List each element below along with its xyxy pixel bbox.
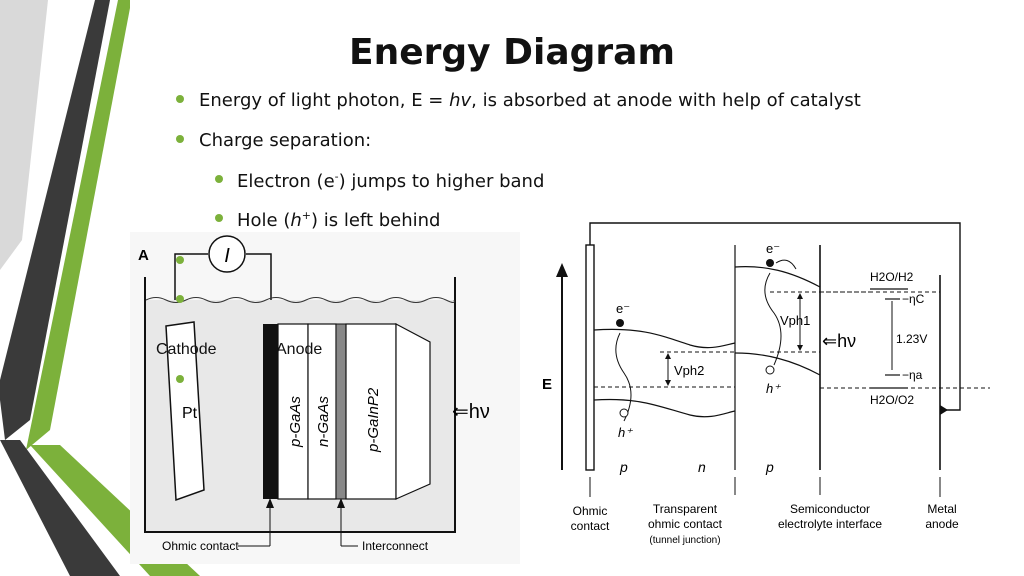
electron-top-arrow bbox=[775, 259, 797, 270]
voltage-label: 1.23V bbox=[896, 332, 927, 346]
eta-c-label: −ηC bbox=[902, 292, 925, 306]
electron-left bbox=[616, 319, 624, 327]
valence-band-left bbox=[593, 398, 736, 418]
conduction-band-left bbox=[593, 328, 736, 349]
bullet-text: Hole ( bbox=[237, 210, 291, 231]
energy-axis-label: E bbox=[542, 376, 552, 393]
bullet-text: ) is left behind bbox=[311, 210, 441, 231]
vph1-arrow-head bbox=[797, 293, 803, 299]
vph2-label: Vph2 bbox=[674, 363, 704, 378]
ammeter-label: I bbox=[224, 245, 230, 267]
interconnect-callout-arrow bbox=[337, 498, 345, 508]
bullet-text: , is absorbed at anode with help of cata… bbox=[471, 90, 861, 111]
electron-top bbox=[766, 259, 774, 267]
electron-left-label: e⁻ bbox=[616, 301, 630, 316]
metal-label: anode bbox=[925, 517, 959, 531]
n-gaas-layer bbox=[307, 323, 337, 500]
empty-bullet-dot bbox=[176, 256, 184, 264]
bullet-hole: Hole (h+) is left behind bbox=[237, 209, 440, 231]
metal-label: Metal bbox=[927, 502, 956, 516]
ohmic-callout-arrow bbox=[266, 498, 274, 508]
ohmic-label: Ohmic bbox=[573, 504, 608, 518]
bullet-electron: Electron (e-) jumps to higher band bbox=[237, 170, 544, 192]
ohmic-contact-bar bbox=[585, 244, 595, 471]
hole-right bbox=[765, 365, 775, 375]
vph2-arrow-tail bbox=[665, 380, 671, 386]
bullet-dot bbox=[176, 135, 184, 143]
stripe-dark-bottom bbox=[0, 440, 120, 576]
anode-label: Anode bbox=[276, 341, 323, 358]
stripe-green bbox=[26, 0, 130, 450]
vph1-label: Vph1 bbox=[780, 313, 810, 328]
bullet-text: Energy of light photon, E = bbox=[199, 90, 450, 111]
ohmic-contact-label: Ohmic contact bbox=[162, 539, 239, 553]
band-figure: E Vph1 Vph2 e⁻ h⁺ e⁻ h⁺ ⇐hν H2O/H2 −ηC 1… bbox=[542, 222, 990, 546]
cell-figure: A I Pt p-GaAs n-GaAs p-GaInP2 ⇐hν Ohmic … bbox=[130, 232, 520, 564]
p-gainp2-layer bbox=[345, 323, 397, 500]
bullet-dot bbox=[176, 95, 184, 103]
eta-a-label: −ηa bbox=[902, 368, 923, 382]
window-layer bbox=[395, 323, 431, 500]
p-gaas-label: p-GaAs bbox=[287, 396, 304, 448]
vph2-arrow-head bbox=[665, 353, 671, 359]
n-gaas-label: n-GaAs bbox=[315, 396, 332, 447]
empty-bullet-dot bbox=[176, 375, 184, 383]
bullet-charge-separation: Charge separation: bbox=[199, 130, 372, 151]
pt-electrode bbox=[165, 321, 205, 502]
container bbox=[144, 277, 456, 533]
transparent-label: ohmic contact bbox=[648, 517, 723, 531]
light-arrow-label: ⇐hν bbox=[822, 331, 856, 351]
energy-axis-arrow bbox=[556, 263, 568, 277]
doping-p-right: p bbox=[765, 459, 774, 475]
panel-letter: A bbox=[138, 247, 149, 264]
doping-n: n bbox=[698, 459, 706, 475]
wire-arrow bbox=[940, 405, 948, 415]
bullet-text: Electron (e bbox=[237, 171, 335, 192]
bullet-sup: + bbox=[301, 209, 312, 222]
cathode-label: Cathode bbox=[156, 341, 217, 358]
ohmic-label: contact bbox=[571, 519, 610, 533]
pt-label: Pt bbox=[182, 405, 198, 422]
empty-bullet-dot bbox=[176, 295, 184, 303]
interconnect-label: Interconnect bbox=[362, 539, 429, 553]
light-arrow-label: ⇐hν bbox=[452, 401, 490, 423]
bullet-sup: - bbox=[334, 170, 339, 183]
valence-band-right bbox=[734, 352, 821, 376]
wire-left bbox=[174, 253, 208, 320]
transparent-label: (tunnel junction) bbox=[649, 535, 720, 546]
external-wire bbox=[589, 222, 961, 411]
transparent-label: Transparent bbox=[653, 502, 718, 516]
slide-title: Energy Diagram bbox=[348, 32, 675, 73]
semiconductor-label: electrolyte interface bbox=[778, 517, 882, 531]
p-gaas-layer bbox=[277, 323, 309, 500]
electron-top-label: e⁻ bbox=[766, 241, 780, 256]
bullet-dot bbox=[215, 175, 223, 183]
excitation-wave-right bbox=[764, 272, 782, 366]
bullet-dot bbox=[215, 214, 223, 222]
stripe-dark bbox=[0, 0, 110, 440]
semiconductor-label: Semiconductor bbox=[790, 502, 870, 516]
water-surface bbox=[145, 297, 455, 303]
hole-left bbox=[619, 408, 629, 418]
interconnect-layer bbox=[335, 323, 347, 500]
ammeter bbox=[208, 235, 246, 273]
conduction-band-right bbox=[734, 266, 821, 288]
p-gainp2-label: p-GaInP2 bbox=[365, 387, 382, 453]
bullet-hv: hv bbox=[449, 90, 472, 111]
bullet-energy-photon: Energy of light photon, E = hv, is absor… bbox=[199, 90, 861, 111]
bullet-h: h bbox=[290, 210, 302, 231]
excitation-wave-left bbox=[615, 332, 632, 422]
hole-right-label: h⁺ bbox=[766, 381, 781, 396]
bullet-text: ) jumps to higher band bbox=[338, 171, 545, 192]
vph1-arrow-tail bbox=[797, 345, 803, 351]
h2o-o2-label: H2O/O2 bbox=[870, 393, 914, 407]
doping-p-left: p bbox=[619, 459, 628, 475]
ohmic-contact-layer bbox=[263, 324, 278, 499]
stripe-light bbox=[0, 0, 48, 270]
hole-left-label: h⁺ bbox=[618, 425, 633, 440]
h2o-h2-label: H2O/H2 bbox=[870, 270, 914, 284]
